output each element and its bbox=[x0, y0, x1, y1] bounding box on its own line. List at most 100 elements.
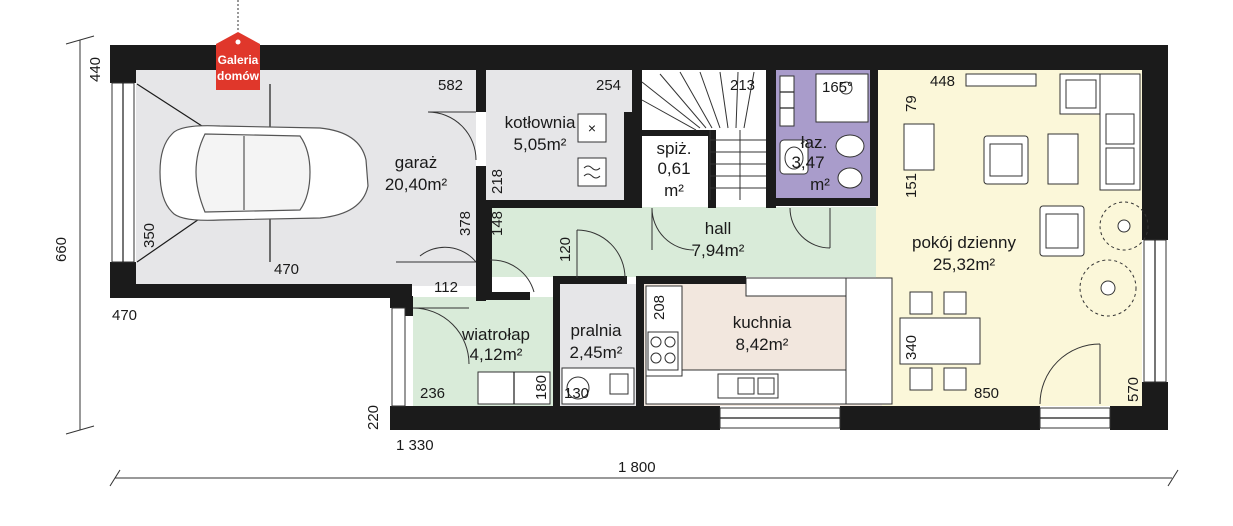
bathroom-area-unit: m² bbox=[810, 175, 830, 194]
plant-1 bbox=[1099, 201, 1149, 251]
living-room-area: 25,32m² bbox=[933, 255, 996, 274]
dimension-labels: 582 254 213 165° 448 79 151 218 378 148 … bbox=[53, 57, 1142, 476]
dim-1800: 1 800 bbox=[618, 459, 656, 476]
staircase bbox=[641, 71, 766, 200]
boiler-unit bbox=[577, 113, 607, 143]
bathroom-fixtures bbox=[779, 73, 869, 189]
heater-unit bbox=[577, 157, 607, 187]
stair-floor bbox=[642, 70, 766, 206]
garage-area: 20,40m² bbox=[385, 175, 448, 194]
hall-area: 7,94m² bbox=[692, 241, 745, 260]
dim-148: 148 bbox=[489, 211, 506, 236]
wall-left-upper bbox=[110, 45, 136, 83]
dim-440: 440 bbox=[87, 57, 104, 82]
wall-pantry-top bbox=[642, 130, 714, 136]
garage-name: garaż bbox=[395, 153, 438, 172]
wall-bottom bbox=[390, 406, 720, 430]
pantry-name: spiż. bbox=[657, 139, 692, 158]
wall-stair-right bbox=[766, 70, 776, 208]
plant-2 bbox=[1079, 259, 1137, 317]
coffee-table bbox=[1047, 133, 1079, 185]
wall-bottom-mid bbox=[840, 406, 1040, 430]
logo-line-2: domów bbox=[217, 69, 260, 83]
hall-name: hall bbox=[705, 219, 731, 238]
wall-boiler-right-2 bbox=[624, 112, 642, 207]
windows bbox=[111, 82, 1167, 429]
boiler-fixtures: × bbox=[577, 113, 607, 187]
room-labels: garaż 20,40m² kotłownia 5,05m² spiż. 0,6… bbox=[385, 113, 1017, 364]
wall-garage-right-2 bbox=[476, 166, 486, 301]
wall-right-upper bbox=[1142, 45, 1168, 240]
dim-660: 660 bbox=[53, 237, 70, 262]
wall-bath-right bbox=[870, 70, 878, 198]
svg-text:×: × bbox=[588, 120, 596, 136]
wall-bath-bottom bbox=[766, 198, 878, 206]
wall-top bbox=[110, 45, 1168, 70]
dim-350: 350 bbox=[141, 223, 158, 248]
dim-120: 120 bbox=[557, 237, 574, 262]
wall-vestibule-top bbox=[486, 292, 530, 300]
living-room-name: pokój dzienny bbox=[912, 233, 1016, 252]
logo-line-1: Galeria bbox=[218, 53, 259, 67]
dim-470-outer: 470 bbox=[112, 307, 137, 324]
kitchen-counter-side bbox=[845, 277, 893, 405]
laundry-sink bbox=[609, 373, 629, 395]
wall-boiler-right bbox=[632, 70, 642, 112]
kitchen-fixtures bbox=[477, 331, 779, 405]
pantry-area-unit: m² bbox=[664, 181, 684, 200]
dim-218: 218 bbox=[489, 169, 506, 194]
dim-1330: 1 330 bbox=[396, 437, 434, 454]
kitchen-name: kuchnia bbox=[733, 313, 792, 332]
wall-pantry-right bbox=[708, 130, 716, 208]
wall-hall-inner bbox=[486, 207, 492, 299]
bidet bbox=[837, 167, 863, 189]
dim-254: 254 bbox=[596, 77, 621, 94]
dim-470-garage: 470 bbox=[274, 261, 299, 278]
shower-tray bbox=[815, 73, 869, 123]
dim-850: 850 bbox=[974, 385, 999, 402]
dimension-lines bbox=[65, 0, 1179, 487]
dim-582: 582 bbox=[438, 77, 463, 94]
living-furniture bbox=[899, 73, 1149, 391]
wall-laundry-right bbox=[636, 276, 644, 408]
hall-floor bbox=[486, 207, 876, 277]
dim-112: 112 bbox=[434, 279, 458, 296]
dim-213: 213 bbox=[730, 77, 755, 94]
dining-table bbox=[899, 317, 981, 365]
door-swings bbox=[396, 111, 1101, 405]
dim-130: 130 bbox=[564, 385, 589, 402]
wall-right-lower bbox=[1142, 382, 1168, 430]
wall-boiler-bottom bbox=[486, 200, 642, 208]
laundry-area: 2,45m² bbox=[570, 343, 623, 362]
cooktop bbox=[647, 331, 679, 371]
wall-laundry-top bbox=[553, 276, 627, 284]
dim-340: 340 bbox=[903, 335, 920, 360]
boiler-room-floor bbox=[486, 70, 632, 201]
bathroom-area: 3,47 bbox=[791, 153, 824, 172]
dim-236: 236 bbox=[420, 385, 445, 402]
laundry-name: pralnia bbox=[570, 321, 622, 340]
dim-165: 165° bbox=[822, 79, 853, 96]
dim-570: 570 bbox=[1125, 377, 1142, 402]
dim-151: 151 bbox=[903, 173, 920, 198]
wall-vestibule-left bbox=[405, 296, 413, 316]
pantry-area: 0,61 bbox=[657, 159, 690, 178]
wall-garage-bottom bbox=[110, 284, 395, 298]
window-vestibule bbox=[391, 307, 406, 407]
bathroom-name: łaz. bbox=[801, 133, 827, 152]
dim-208: 208 bbox=[651, 295, 668, 320]
kitchen-area: 8,42m² bbox=[736, 335, 789, 354]
galeria-domow-logo: Galeria domów bbox=[216, 32, 260, 90]
washing-machine bbox=[566, 376, 590, 400]
car-icon bbox=[159, 125, 369, 221]
dim-448: 448 bbox=[930, 73, 955, 90]
wall-garage-right bbox=[476, 70, 486, 112]
toilet bbox=[835, 134, 865, 158]
vestibule-name: wiatrołap bbox=[461, 325, 530, 344]
boiler-room-area: 5,05m² bbox=[514, 135, 567, 154]
wall-laundry-left bbox=[553, 276, 560, 408]
walls bbox=[110, 45, 1168, 430]
dim-180: 180 bbox=[533, 375, 550, 400]
fireplace bbox=[903, 123, 935, 171]
boiler-room-name: kotłownia bbox=[505, 113, 576, 132]
